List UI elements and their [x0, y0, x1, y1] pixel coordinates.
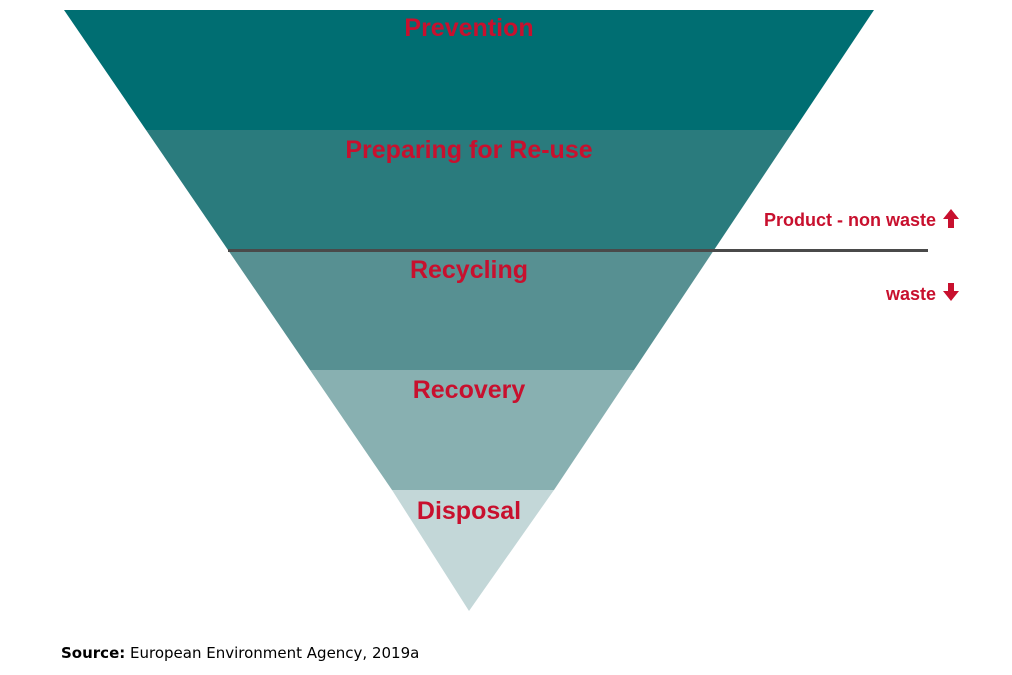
tier-label-disposal: Disposal — [417, 497, 521, 525]
tier-label-recovery: Recovery — [413, 376, 526, 404]
tier-band-disposal — [392, 490, 554, 611]
product-non-waste-label: Product - non waste — [764, 210, 936, 230]
tier-label-recycling: Recycling — [410, 256, 528, 284]
tier-band-recycling — [228, 250, 714, 370]
tier-band-preparing-for-reuse — [146, 130, 794, 250]
product-non-waste-annotation: Product - non waste — [764, 209, 959, 230]
arrow-up-icon — [943, 209, 959, 228]
source-citation: Source: European Environment Agency, 201… — [61, 644, 419, 662]
tier-labels: Prevention Preparing for Re-use Recyclin… — [345, 14, 592, 525]
tier-label-prevention: Prevention — [404, 14, 533, 42]
source-label: Source: — [61, 644, 126, 662]
tier-label-preparing-for-reuse: Preparing for Re-use — [345, 136, 592, 164]
waste-hierarchy-pyramid — [64, 10, 874, 611]
waste-label: waste — [885, 284, 936, 304]
arrow-down-icon — [943, 283, 959, 301]
tier-band-recovery — [310, 370, 634, 490]
waste-annotation: waste — [885, 283, 959, 304]
tier-band-prevention — [64, 10, 874, 130]
source-text: European Environment Agency, 2019a — [130, 644, 420, 662]
